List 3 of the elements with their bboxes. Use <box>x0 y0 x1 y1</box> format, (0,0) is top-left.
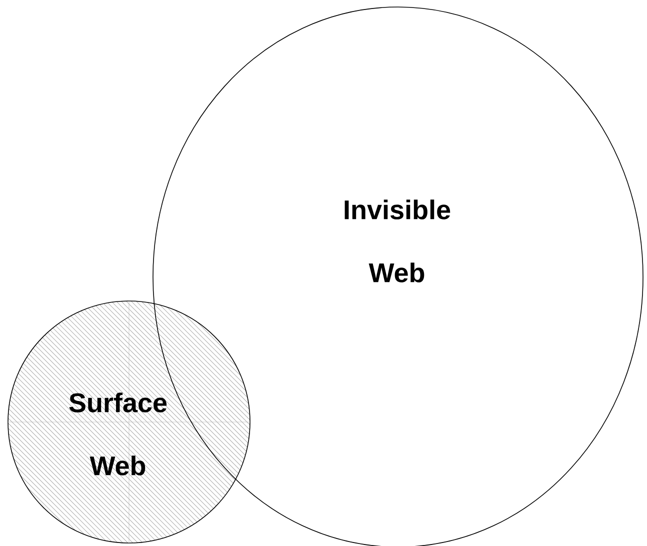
node-label: Invisible Web <box>344 200 450 282</box>
node-label: Surface Web <box>69 392 167 476</box>
circle-shape <box>8 300 250 544</box>
